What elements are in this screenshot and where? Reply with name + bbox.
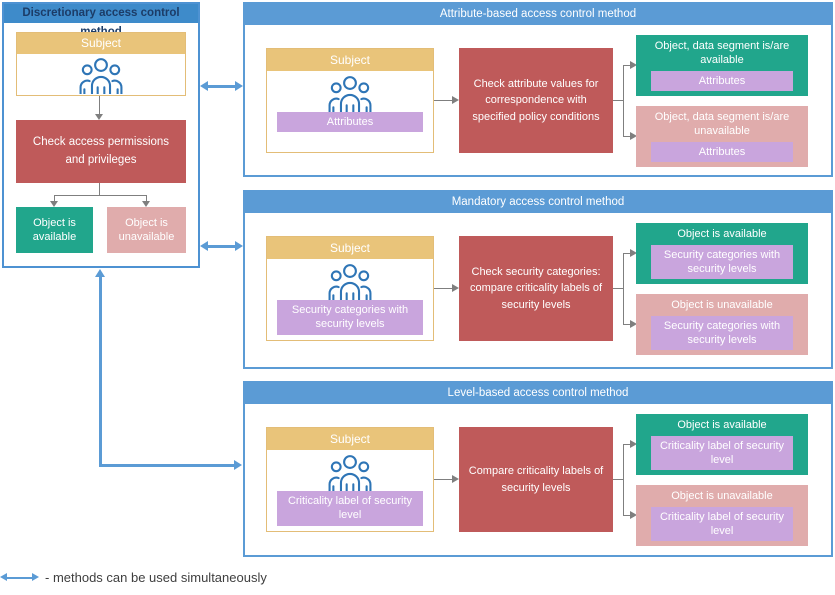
subject-body: Security categories with security levels (267, 259, 433, 340)
arrow-right-icon (452, 284, 459, 292)
flow-line (613, 100, 623, 101)
arrow-down-icon (95, 114, 103, 120)
arrow-right-icon (234, 460, 242, 470)
object-unavailable-box: Object is unavailable Criticality label … (636, 485, 808, 546)
object-available-box: Object is available Criticality label of… (636, 414, 808, 475)
panel-mandatory: Mandatory access control method Subject (243, 190, 833, 369)
subject-attribute-tag: Security categories with security levels (277, 300, 423, 335)
attribute-tag: Criticality label of security level (651, 506, 793, 542)
object-available-box: Object, data segment is/are available At… (636, 35, 808, 96)
flow-line (623, 65, 624, 137)
flow-line (613, 479, 623, 480)
flow-line (99, 183, 100, 195)
arrow-left-icon (200, 81, 208, 91)
panel-title-attribute-based: Attribute-based access control method (245, 4, 831, 25)
panel-title-discretionary: Discretionary access control method (4, 4, 198, 38)
arrow-right-icon (235, 241, 243, 251)
subject-label: Subject (267, 237, 433, 259)
result-title: Object is available (677, 227, 767, 240)
flow-line (613, 288, 623, 289)
subject-box: Subject Security categories (266, 236, 434, 341)
result-title: Object, data segment is/are available (654, 40, 790, 66)
result-title: Object, data segment is/are unavailable (654, 111, 790, 137)
object-unavailable-box: Object is unavailable Security categorie… (636, 294, 808, 355)
subject-body: Attributes (267, 71, 433, 152)
flow-line (623, 515, 631, 516)
object-available-box: Object is available Security categories … (636, 223, 808, 284)
result-title: Object is unavailable (671, 489, 773, 502)
double-arrow-dac-mac (206, 245, 236, 248)
arrow-left-icon (200, 241, 208, 251)
double-arrow-dac-lbac-horizontal (99, 464, 234, 467)
panel-level-based: Level-based access control method Subjec… (243, 381, 833, 557)
arrow-right-icon (630, 440, 637, 448)
people-icon (327, 453, 373, 491)
double-arrow-dac-abac (206, 85, 236, 88)
attribute-tag: Security categories with security levels (651, 315, 793, 351)
flow-line (54, 195, 55, 202)
flow-line (623, 444, 631, 445)
legend-label: - methods can be used simultaneously (45, 570, 267, 585)
people-icon (78, 56, 124, 94)
arrow-right-icon (32, 573, 39, 581)
attribute-tag: Attributes (651, 70, 793, 91)
subject-label: Subject (267, 428, 433, 450)
attribute-tag: Criticality label of security level (651, 435, 793, 471)
attribute-tag: Attributes (651, 141, 793, 162)
flow-line (434, 479, 452, 480)
flow-line (623, 136, 631, 137)
arrow-right-icon (235, 81, 243, 91)
panel-discretionary: Discretionary access control method Subj… (2, 2, 200, 268)
subject-attribute-tag: Attributes (277, 112, 423, 133)
people-icon (327, 262, 373, 300)
result-title: Object is unavailable (671, 298, 773, 311)
arrow-right-icon (630, 61, 637, 69)
arrow-right-icon (630, 132, 637, 140)
flow-line (623, 253, 631, 254)
object-unavailable-box: Object is unavailable (107, 207, 186, 253)
flow-line (623, 444, 624, 516)
flow-line (623, 324, 631, 325)
panel-attribute-based: Attribute-based access control method Su… (243, 2, 833, 177)
arrow-down-icon (142, 201, 150, 207)
arrow-down-icon (50, 201, 58, 207)
people-icon (327, 74, 373, 112)
flow-line (623, 253, 624, 325)
panel-title-level-based: Level-based access control method (245, 383, 831, 404)
subject-body: Criticality label of security level (267, 450, 433, 531)
flow-line (99, 96, 100, 114)
subject-label: Subject (267, 49, 433, 71)
subject-box: Subject (16, 32, 186, 96)
object-unavailable-box: Object, data segment is/are unavailable … (636, 106, 808, 167)
check-box: Check security categories: compare criti… (459, 236, 613, 341)
result-title: Object is available (677, 418, 767, 431)
arrow-right-icon (452, 475, 459, 483)
subject-body (17, 54, 185, 95)
arrow-left-icon (0, 573, 7, 581)
arrow-right-icon (630, 249, 637, 257)
check-box: Check attribute values for correspondenc… (459, 48, 613, 153)
panel-title-mandatory: Mandatory access control method (245, 192, 831, 213)
double-arrow-dac-lbac-vertical (99, 277, 102, 467)
check-box: Compare criticality labels of security l… (459, 427, 613, 532)
arrow-up-icon (95, 269, 105, 277)
arrow-right-icon (630, 320, 637, 328)
subject-label: Subject (17, 33, 185, 54)
flow-line (434, 288, 452, 289)
flow-line (54, 195, 147, 196)
flow-line (146, 195, 147, 202)
check-box: Check access permissions and privileges (16, 120, 186, 183)
arrow-right-icon (630, 511, 637, 519)
legend-arrow (5, 577, 33, 579)
subject-box: Subject Attributes (266, 48, 434, 153)
object-available-box: Object is available (16, 207, 93, 253)
attribute-tag: Security categories with security levels (651, 244, 793, 280)
subject-attribute-tag: Criticality label of security level (277, 491, 423, 526)
subject-box: Subject Criticality label of (266, 427, 434, 532)
arrow-right-icon (452, 96, 459, 104)
flow-line (623, 65, 631, 66)
flow-line (434, 100, 452, 101)
